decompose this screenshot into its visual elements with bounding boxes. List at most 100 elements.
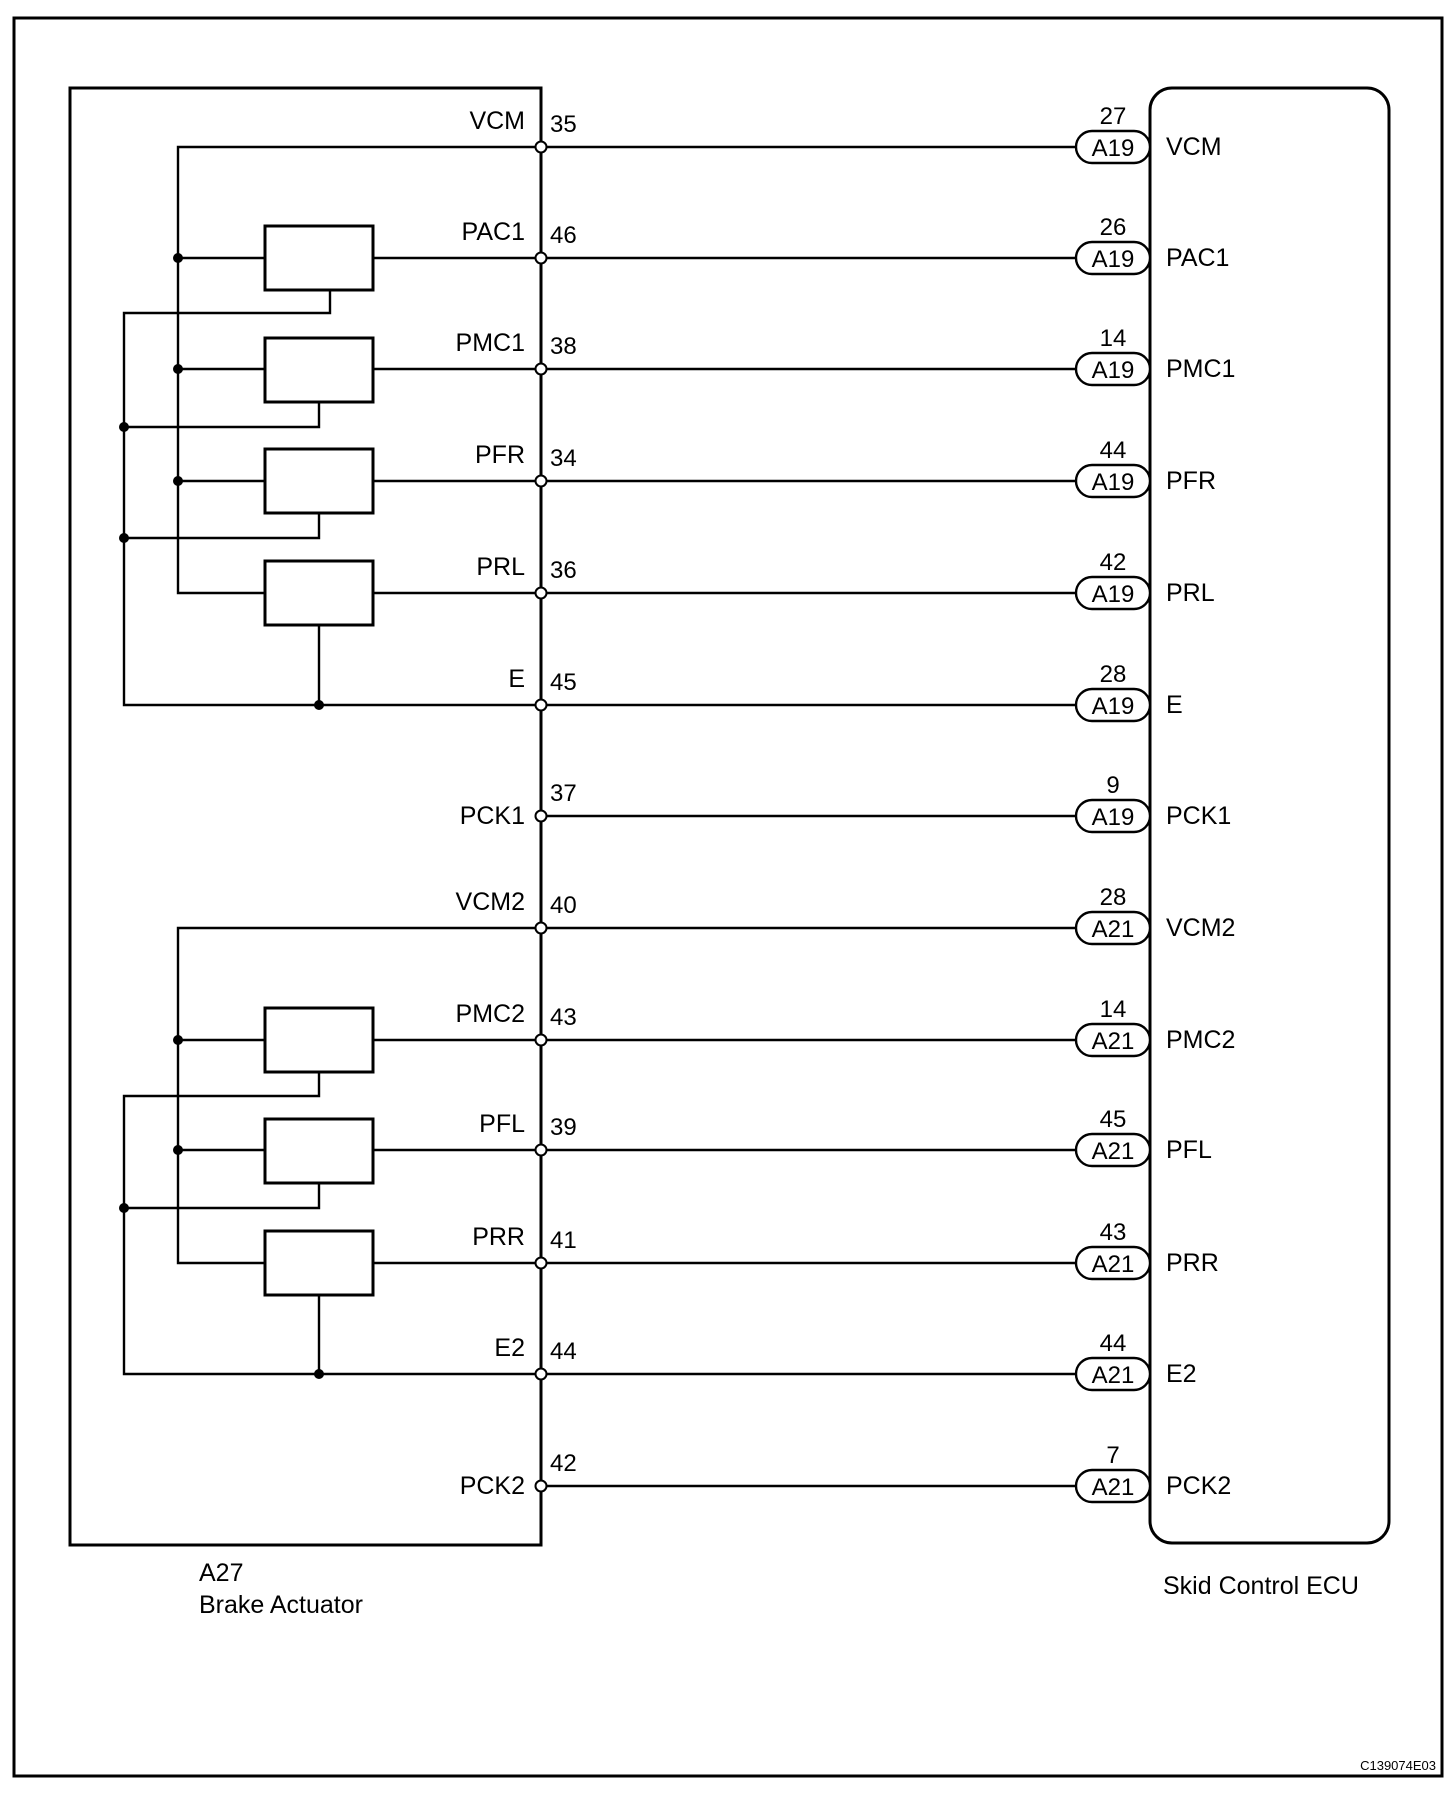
ecu-connector-pill — [1074, 129, 1152, 165]
ecu-signal-label: PCK2 — [1166, 1472, 1231, 1500]
ecu-pin-number: 28 — [1100, 661, 1127, 688]
ecu-connector-pill — [1074, 798, 1152, 834]
actuator-terminal — [534, 1033, 548, 1047]
actuator-signal-label: PFL — [479, 1110, 525, 1138]
actuator-pin-number: 45 — [550, 669, 577, 696]
ecu-name-label: Skid Control ECU — [1163, 1572, 1359, 1600]
ecu-connector-label: A19 — [1092, 246, 1135, 273]
internal-wiring-group-2 — [119, 926, 541, 1379]
ecu-connector-label: A19 — [1092, 469, 1135, 496]
actuator-pin-number: 43 — [550, 1004, 577, 1031]
ecu-signal-label: PAC1 — [1166, 244, 1229, 272]
ecu-signal-label: PFL — [1166, 1136, 1212, 1164]
actuator-pin-number: 35 — [550, 111, 577, 138]
actuator-pin-number: 40 — [550, 892, 577, 919]
ecu-connector-pill — [1074, 1468, 1152, 1504]
ecu-signal-label: VCM — [1166, 133, 1222, 161]
actuator-signal-label: VCM — [469, 107, 525, 135]
ecu-signal-label: PRR — [1166, 1249, 1219, 1277]
actuator-signal-label: PAC1 — [462, 218, 525, 246]
ecu-connector-label: A19 — [1092, 135, 1135, 162]
ecu-signal-label: VCM2 — [1166, 914, 1235, 942]
actuator-signal-label: PMC1 — [456, 329, 525, 357]
ecu-connector-pill — [1074, 1245, 1152, 1281]
ecu-connector-pill — [1074, 910, 1152, 946]
actuator-pin-number: 38 — [550, 333, 577, 360]
solenoid-pmc2 — [263, 1006, 375, 1074]
actuator-connector-label: A27 — [199, 1559, 243, 1587]
solenoid-pfl — [263, 1117, 375, 1185]
actuator-terminal — [534, 474, 548, 488]
ecu-pin-number: 27 — [1100, 103, 1127, 130]
ecu-pin-number: 45 — [1100, 1106, 1127, 1133]
ecu-connector-pill — [1074, 240, 1152, 276]
actuator-pin-number: 42 — [550, 1450, 577, 1477]
actuator-terminal — [534, 1143, 548, 1157]
ecu-pin-number: 42 — [1100, 549, 1127, 576]
ecu-signal-label: PMC2 — [1166, 1026, 1235, 1054]
actuator-pin-number: 41 — [550, 1227, 577, 1254]
ecu-pin-number: 9 — [1106, 772, 1119, 799]
solenoid-pfr — [263, 447, 375, 515]
actuator-signal-label: PRL — [476, 553, 525, 581]
actuator-signal-label: E — [508, 665, 525, 693]
ecu-connector-label: A21 — [1092, 1362, 1135, 1389]
ecu-connector-pill — [1074, 575, 1152, 611]
ecu-signal-label: PMC1 — [1166, 355, 1235, 383]
ecu-connector-pill — [1074, 1132, 1152, 1168]
solenoid-pmc1 — [263, 336, 375, 404]
internal-wiring-group-1 — [119, 145, 541, 710]
ecu-connector-label: A21 — [1092, 1028, 1135, 1055]
actuator-pin-number: 39 — [550, 1114, 577, 1141]
ecu-pin-number: 44 — [1100, 1330, 1127, 1357]
actuator-pin-number: 44 — [550, 1338, 577, 1365]
solenoid-prr — [263, 1229, 375, 1297]
actuator-pin-number: 36 — [550, 557, 577, 584]
actuator-pin-number: 34 — [550, 445, 577, 472]
actuator-signal-label: PMC2 — [456, 1000, 525, 1028]
actuator-terminal — [534, 586, 548, 600]
actuator-signal-label: VCM2 — [456, 888, 525, 916]
actuator-pin-number: 37 — [550, 780, 577, 807]
ecu-connector-label: A19 — [1092, 581, 1135, 608]
ecu-pin-number: 26 — [1100, 214, 1127, 241]
ecu-connector-pill — [1074, 463, 1152, 499]
solenoid-pac1 — [263, 224, 375, 292]
actuator-signal-label: PFR — [475, 441, 525, 469]
ecu-pin-number: 44 — [1100, 437, 1127, 464]
image-code: C139074E03 — [1360, 1758, 1436, 1773]
ecu-connector-label: A19 — [1092, 693, 1135, 720]
actuator-signal-label: PRR — [472, 1223, 525, 1251]
actuator-terminal — [534, 1367, 548, 1381]
ecu-connector-label: A19 — [1092, 804, 1135, 831]
ecu-connector-label: A21 — [1092, 1474, 1135, 1501]
actuator-pin-number: 46 — [550, 222, 577, 249]
ecu-pin-number: 28 — [1100, 884, 1127, 911]
ecu-signal-label: PCK1 — [1166, 802, 1231, 830]
actuator-terminal — [534, 362, 548, 376]
ecu-signal-label: PRL — [1166, 579, 1215, 607]
ecu-pin-number: 7 — [1106, 1442, 1119, 1469]
ecu-connector-label: A19 — [1092, 357, 1135, 384]
ecu-connector-pill — [1074, 1356, 1152, 1392]
ecu-signal-label: PFR — [1166, 467, 1216, 495]
ecu-connector-pill — [1074, 351, 1152, 387]
ecu-signal-label: E — [1166, 691, 1183, 719]
actuator-terminal — [534, 1479, 548, 1493]
ecu-pin-number: 14 — [1100, 325, 1127, 352]
ecu-connector-pill — [1074, 687, 1152, 723]
actuator-name-label: Brake Actuator — [199, 1591, 363, 1619]
ecu-connector-label: A21 — [1092, 916, 1135, 943]
ecu-connector-pill — [1074, 1022, 1152, 1058]
